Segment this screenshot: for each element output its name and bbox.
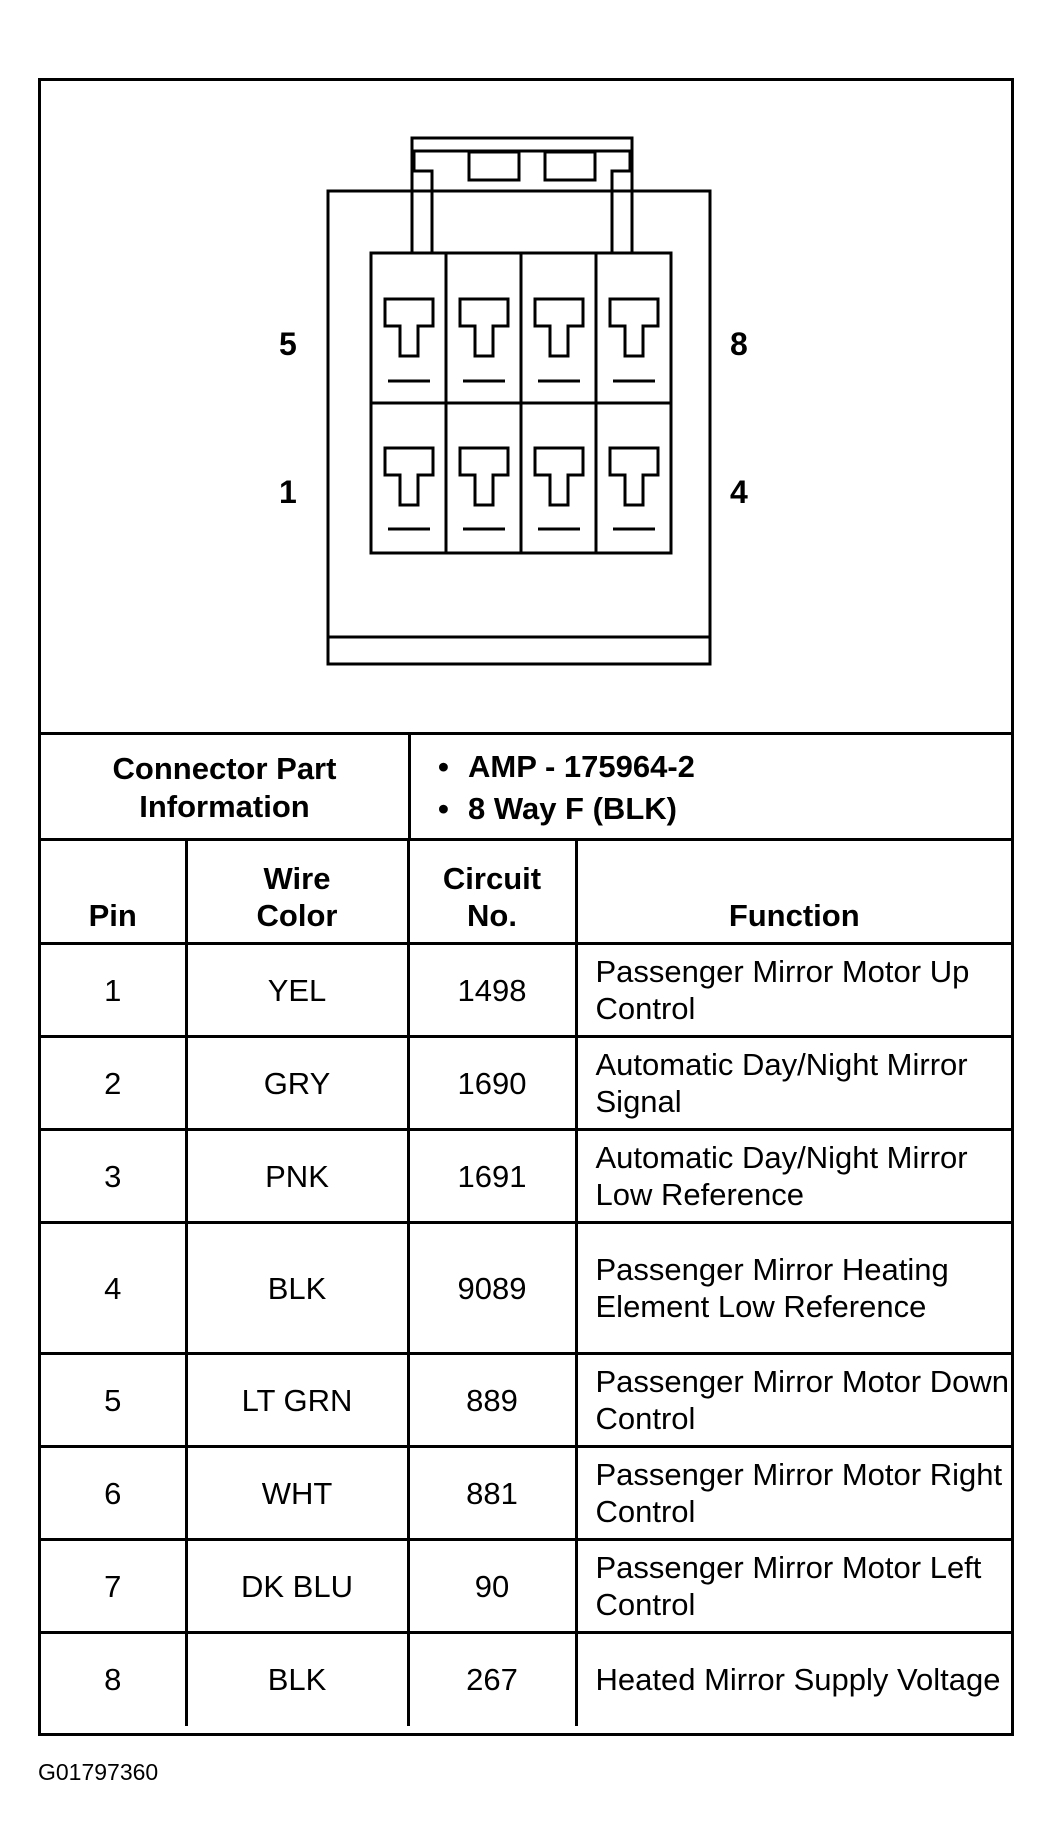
circuit-no-cell: 1498 (406, 942, 578, 1038)
latch-inner-outline (412, 149, 632, 253)
circuit-no-cell: 9089 (406, 1221, 578, 1355)
connector-housing (326, 189, 712, 666)
circuit-no-cell: 1691 (406, 1128, 578, 1224)
connector-info-label: Connector Part Information (41, 732, 411, 841)
terminal-icon (458, 297, 510, 358)
terminal-icon (458, 446, 510, 507)
table-row: 2 GRY 1690 Automatic Day/Night Mirror Si… (41, 1035, 1011, 1131)
circuit-no-cell: 267 (406, 1631, 578, 1726)
figure-id: G01797360 (38, 1759, 159, 1785)
pin-cell: 7 (41, 1538, 188, 1634)
function-cell: Heated Mirror Supply Voltage (574, 1631, 1011, 1726)
wire-color-cell: YEL (184, 942, 410, 1038)
table-row: 3 PNK 1691 Automatic Day/Night Mirror Lo… (41, 1128, 1011, 1224)
connector-diagram: 5 8 1 4 (41, 81, 1011, 732)
wire-color-cell: PNK (184, 1128, 410, 1224)
terminal-icon (383, 446, 435, 507)
connector-info-items: AMP - 175964-2 8 Way F (BLK) (409, 732, 1011, 841)
connector-part-info: Connector Part Information AMP - 175964-… (41, 732, 1011, 841)
circuit-no-cell: 889 (406, 1352, 578, 1448)
circuit-no-cell: 881 (406, 1445, 578, 1541)
header-pin: Pin (41, 838, 188, 945)
table-row: 5 LT GRN 889 Passenger Mirror Motor Down… (41, 1352, 1011, 1448)
function-cell: Automatic Day/Night Mirror Low Reference (574, 1128, 1011, 1224)
table-row: 6 WHT 881 Passenger Mirror Motor Right C… (41, 1445, 1011, 1541)
terminal-icon (383, 297, 435, 358)
pin-cell: 8 (41, 1631, 188, 1726)
connector-drawing (326, 136, 712, 666)
header-wire-color: Wire Color (184, 838, 410, 945)
connector-info-item: 8 Way F (BLK) (468, 788, 1011, 830)
wire-color-cell: LT GRN (184, 1352, 410, 1448)
header-function: Function (574, 838, 1011, 945)
terminal-icons (383, 297, 660, 531)
pin-cell: 2 (41, 1035, 188, 1131)
function-cell: Passenger Mirror Motor Right Control (574, 1445, 1011, 1541)
pin-cell: 1 (41, 942, 188, 1038)
terminal-icon (608, 446, 660, 507)
pin-cell: 5 (41, 1352, 188, 1448)
latch-slot-right (543, 150, 597, 182)
latch-outline (410, 136, 634, 253)
wire-color-cell: BLK (184, 1221, 410, 1355)
pin-cell: 4 (41, 1221, 188, 1355)
pin-label-5: 5 (279, 326, 297, 362)
function-cell: Passenger Mirror Motor Up Control (574, 942, 1011, 1038)
wire-color-cell: WHT (184, 1445, 410, 1541)
table-row: 1 YEL 1498 Passenger Mirror Motor Up Con… (41, 942, 1011, 1038)
function-cell: Passenger Mirror Motor Down Control (574, 1352, 1011, 1448)
pin-label-8: 8 (730, 326, 748, 362)
pin-table-body: 1 YEL 1498 Passenger Mirror Motor Up Con… (41, 942, 1011, 1726)
pin-label-4: 4 (730, 474, 748, 510)
circuit-no-cell: 90 (406, 1538, 578, 1634)
pin-table-header: Pin Wire Color Circuit No. Function (41, 838, 1011, 945)
function-cell: Automatic Day/Night Mirror Signal (574, 1035, 1011, 1131)
header-circuit-no: Circuit No. (406, 838, 578, 945)
terminal-icon (533, 297, 585, 358)
terminal-icon (533, 446, 585, 507)
pin-cell: 3 (41, 1128, 188, 1224)
pin-cell: 6 (41, 1445, 188, 1541)
pin-table: Pin Wire Color Circuit No. Function 1 YE… (41, 838, 1011, 1726)
table-row: 4 BLK 9089 Passenger Mirror Heating Elem… (41, 1221, 1011, 1355)
latch-slot-left (467, 150, 521, 182)
wire-color-cell: DK BLU (184, 1538, 410, 1634)
wire-color-cell: GRY (184, 1035, 410, 1131)
connector-card: 5 8 1 4 Connector Part Information AMP -… (38, 78, 1014, 1736)
connector-info-item: AMP - 175964-2 (468, 746, 1011, 788)
table-row: 7 DK BLU 90 Passenger Mirror Motor Left … (41, 1538, 1011, 1634)
wire-color-cell: BLK (184, 1631, 410, 1726)
function-cell: Passenger Mirror Motor Left Control (574, 1538, 1011, 1634)
function-cell: Passenger Mirror Heating Element Low Ref… (574, 1221, 1011, 1355)
pin-label-1: 1 (279, 474, 297, 510)
table-row: 8 BLK 267 Heated Mirror Supply Voltage (41, 1631, 1011, 1726)
terminal-icon (608, 297, 660, 358)
circuit-no-cell: 1690 (406, 1035, 578, 1131)
